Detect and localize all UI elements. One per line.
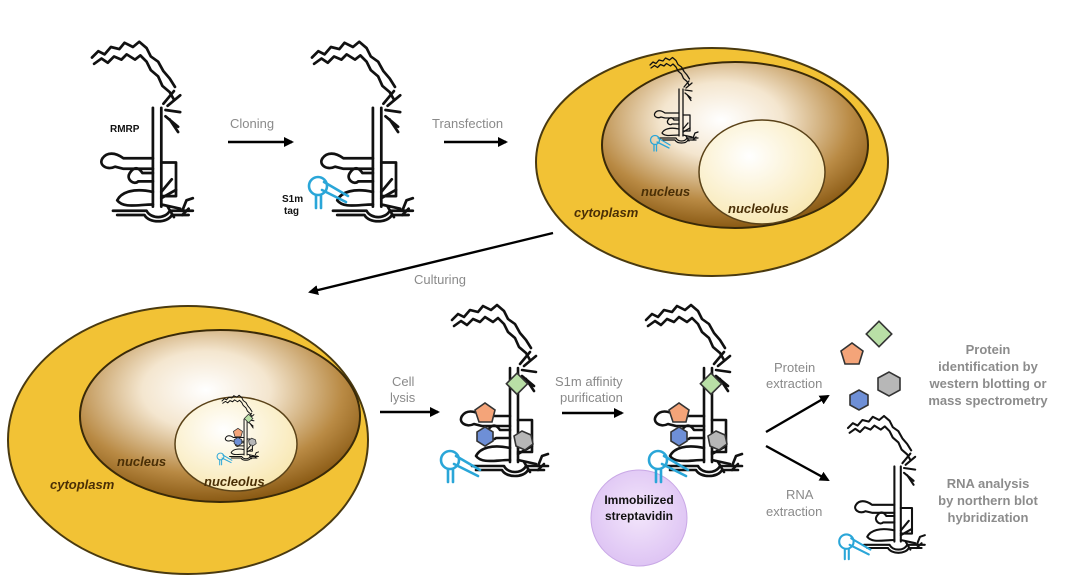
affinity-label-2: purification bbox=[560, 390, 623, 405]
green-protein bbox=[505, 371, 529, 396]
transfection-label: Transfection bbox=[432, 116, 503, 131]
extracted-rna bbox=[838, 414, 926, 561]
cell-lysis-label-1: Cell bbox=[392, 374, 415, 389]
streptavidin-label-1: Immobilized bbox=[604, 493, 673, 507]
rna-complex-nucleolus bbox=[216, 394, 259, 466]
rna-protein-complex bbox=[439, 303, 550, 484]
rmrp-rna-structure bbox=[90, 40, 195, 223]
blue-protein bbox=[476, 426, 494, 447]
rna-extraction-arrow bbox=[765, 444, 830, 482]
culturing-arrow bbox=[308, 231, 554, 295]
cytoplasm-label-bottom: cytoplasm bbox=[50, 477, 115, 492]
protein-extraction-arrow bbox=[765, 394, 830, 434]
cloning-label: Cloning bbox=[230, 116, 274, 131]
nucleolus-top bbox=[698, 119, 826, 225]
nucleolus-label-bottom: nucleolus bbox=[204, 474, 265, 489]
protein-result-line-2: identification by bbox=[938, 359, 1038, 374]
gray-protein bbox=[513, 430, 534, 451]
extracted-proteins bbox=[840, 320, 901, 411]
rna-extraction-label-1: RNA bbox=[786, 487, 814, 502]
s1m-tag-label-2: tag bbox=[284, 206, 299, 217]
rna-result: RNA analysis by northern blot hybridizat… bbox=[938, 476, 1038, 525]
streptavidin-label-2: streptavidin bbox=[605, 509, 673, 523]
rna-extraction-label-2: extraction bbox=[766, 504, 822, 519]
streptavidin-bead: Immobilized streptavidin bbox=[590, 469, 688, 567]
rna-result-line-3: hybridization bbox=[948, 510, 1029, 525]
protein-result-line-1: Protein bbox=[966, 342, 1011, 357]
cytoplasm-label-top: cytoplasm bbox=[574, 205, 639, 220]
protein-result: Protein identification by western blotti… bbox=[928, 342, 1048, 408]
purified-complex bbox=[644, 303, 744, 484]
cell-top: nucleus nucleolus cytoplasm bbox=[535, 47, 889, 277]
tagged-rna-structure bbox=[307, 40, 415, 223]
protein-result-line-4: mass spectrometry bbox=[928, 393, 1048, 408]
affinity-label-1: S1m affinity bbox=[555, 374, 623, 389]
nucleus-label-bottom: nucleus bbox=[117, 454, 166, 469]
green-protein-free bbox=[865, 320, 893, 348]
rmrp-label: RMRP bbox=[110, 124, 140, 135]
culturing-label: Culturing bbox=[414, 272, 466, 287]
nucleus-label-top: nucleus bbox=[641, 184, 690, 199]
protein-result-line-3: western blotting or bbox=[929, 376, 1047, 391]
protein-extraction-label-1: Protein bbox=[774, 360, 815, 375]
blue-protein-free bbox=[849, 389, 869, 411]
rna-result-line-1: RNA analysis bbox=[947, 476, 1030, 491]
cell-bottom: nucleus nucleolus cytoplasm bbox=[7, 305, 369, 575]
orange-protein-free bbox=[840, 342, 864, 365]
nucleolus-label-top: nucleolus bbox=[728, 201, 789, 216]
cell-lysis-label-2: lysis bbox=[390, 390, 416, 405]
s1m-tag-label-1: S1m bbox=[282, 194, 303, 205]
gray-protein-free bbox=[877, 371, 901, 397]
orange-protein bbox=[474, 402, 496, 423]
protein-extraction-label-2: extraction bbox=[766, 376, 822, 391]
rna-result-line-2: by northern blot bbox=[938, 493, 1038, 508]
